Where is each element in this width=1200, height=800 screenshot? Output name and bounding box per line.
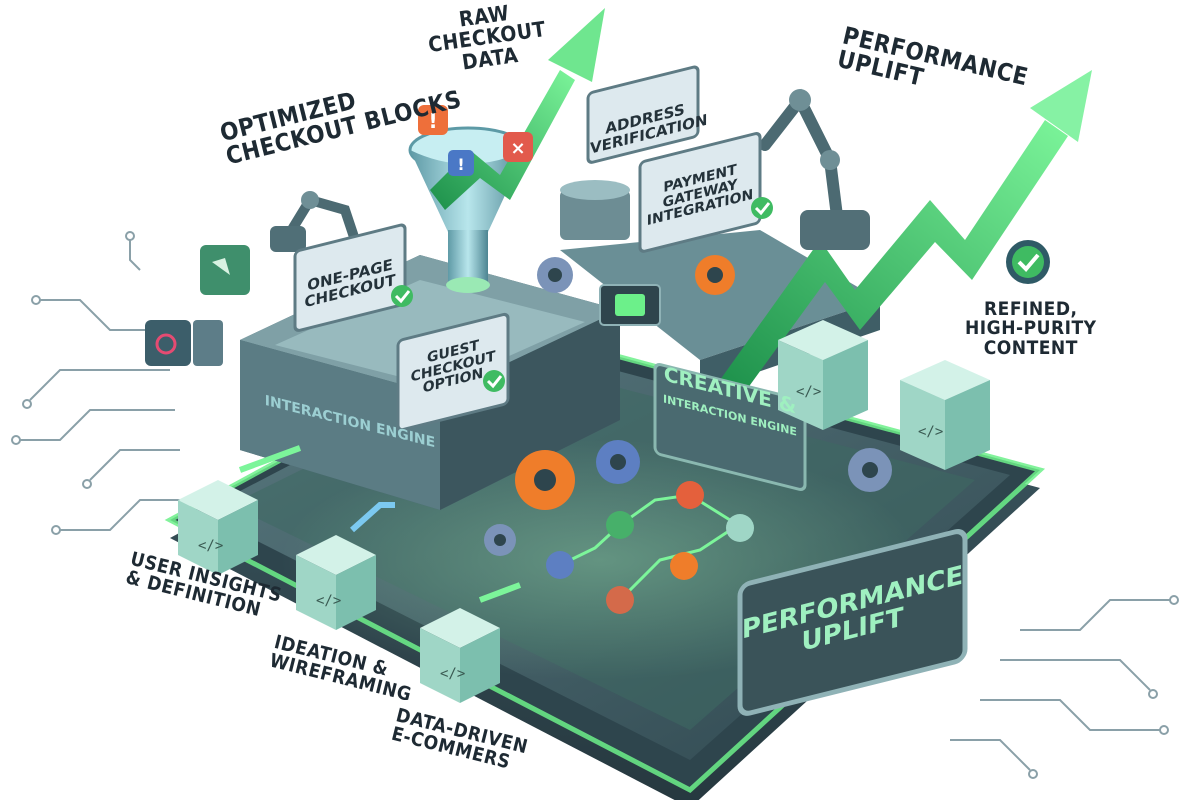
check-icons [391, 197, 1050, 392]
circuit-traces [11, 231, 1179, 779]
panel-performance-sign [737, 529, 968, 716]
app-icons [145, 245, 250, 366]
robot-arm-left [270, 191, 360, 252]
gears [484, 255, 892, 556]
panel-payment [638, 132, 762, 253]
svg-text:</>: </> [198, 538, 223, 554]
svg-text:</>: </> [440, 666, 465, 682]
svg-text:×: × [510, 138, 525, 159]
cubes-right: </> </> [778, 320, 990, 470]
svg-text:!: ! [457, 155, 464, 174]
alert-icons: ! × ! [418, 105, 533, 176]
growth-arrow-right [720, 70, 1092, 396]
svg-text:!: ! [428, 109, 437, 133]
svg-text:</>: </> [918, 424, 943, 440]
label-refined-content: REFINED, HIGH-PURITY CONTENT [965, 298, 1097, 359]
cubes-bottom: </> </> </> [178, 445, 522, 703]
chip [599, 284, 661, 326]
funnel [408, 126, 528, 293]
pedestal-left [560, 180, 630, 240]
svg-text:</>: </> [796, 384, 821, 400]
svg-text:</>: </> [316, 593, 341, 609]
panel-guest [396, 312, 510, 432]
panel-one-page [293, 223, 407, 332]
flow-nodes [546, 481, 754, 614]
panel-address [586, 65, 700, 164]
panel-creative [653, 363, 807, 491]
robot-arm-right [759, 88, 870, 250]
